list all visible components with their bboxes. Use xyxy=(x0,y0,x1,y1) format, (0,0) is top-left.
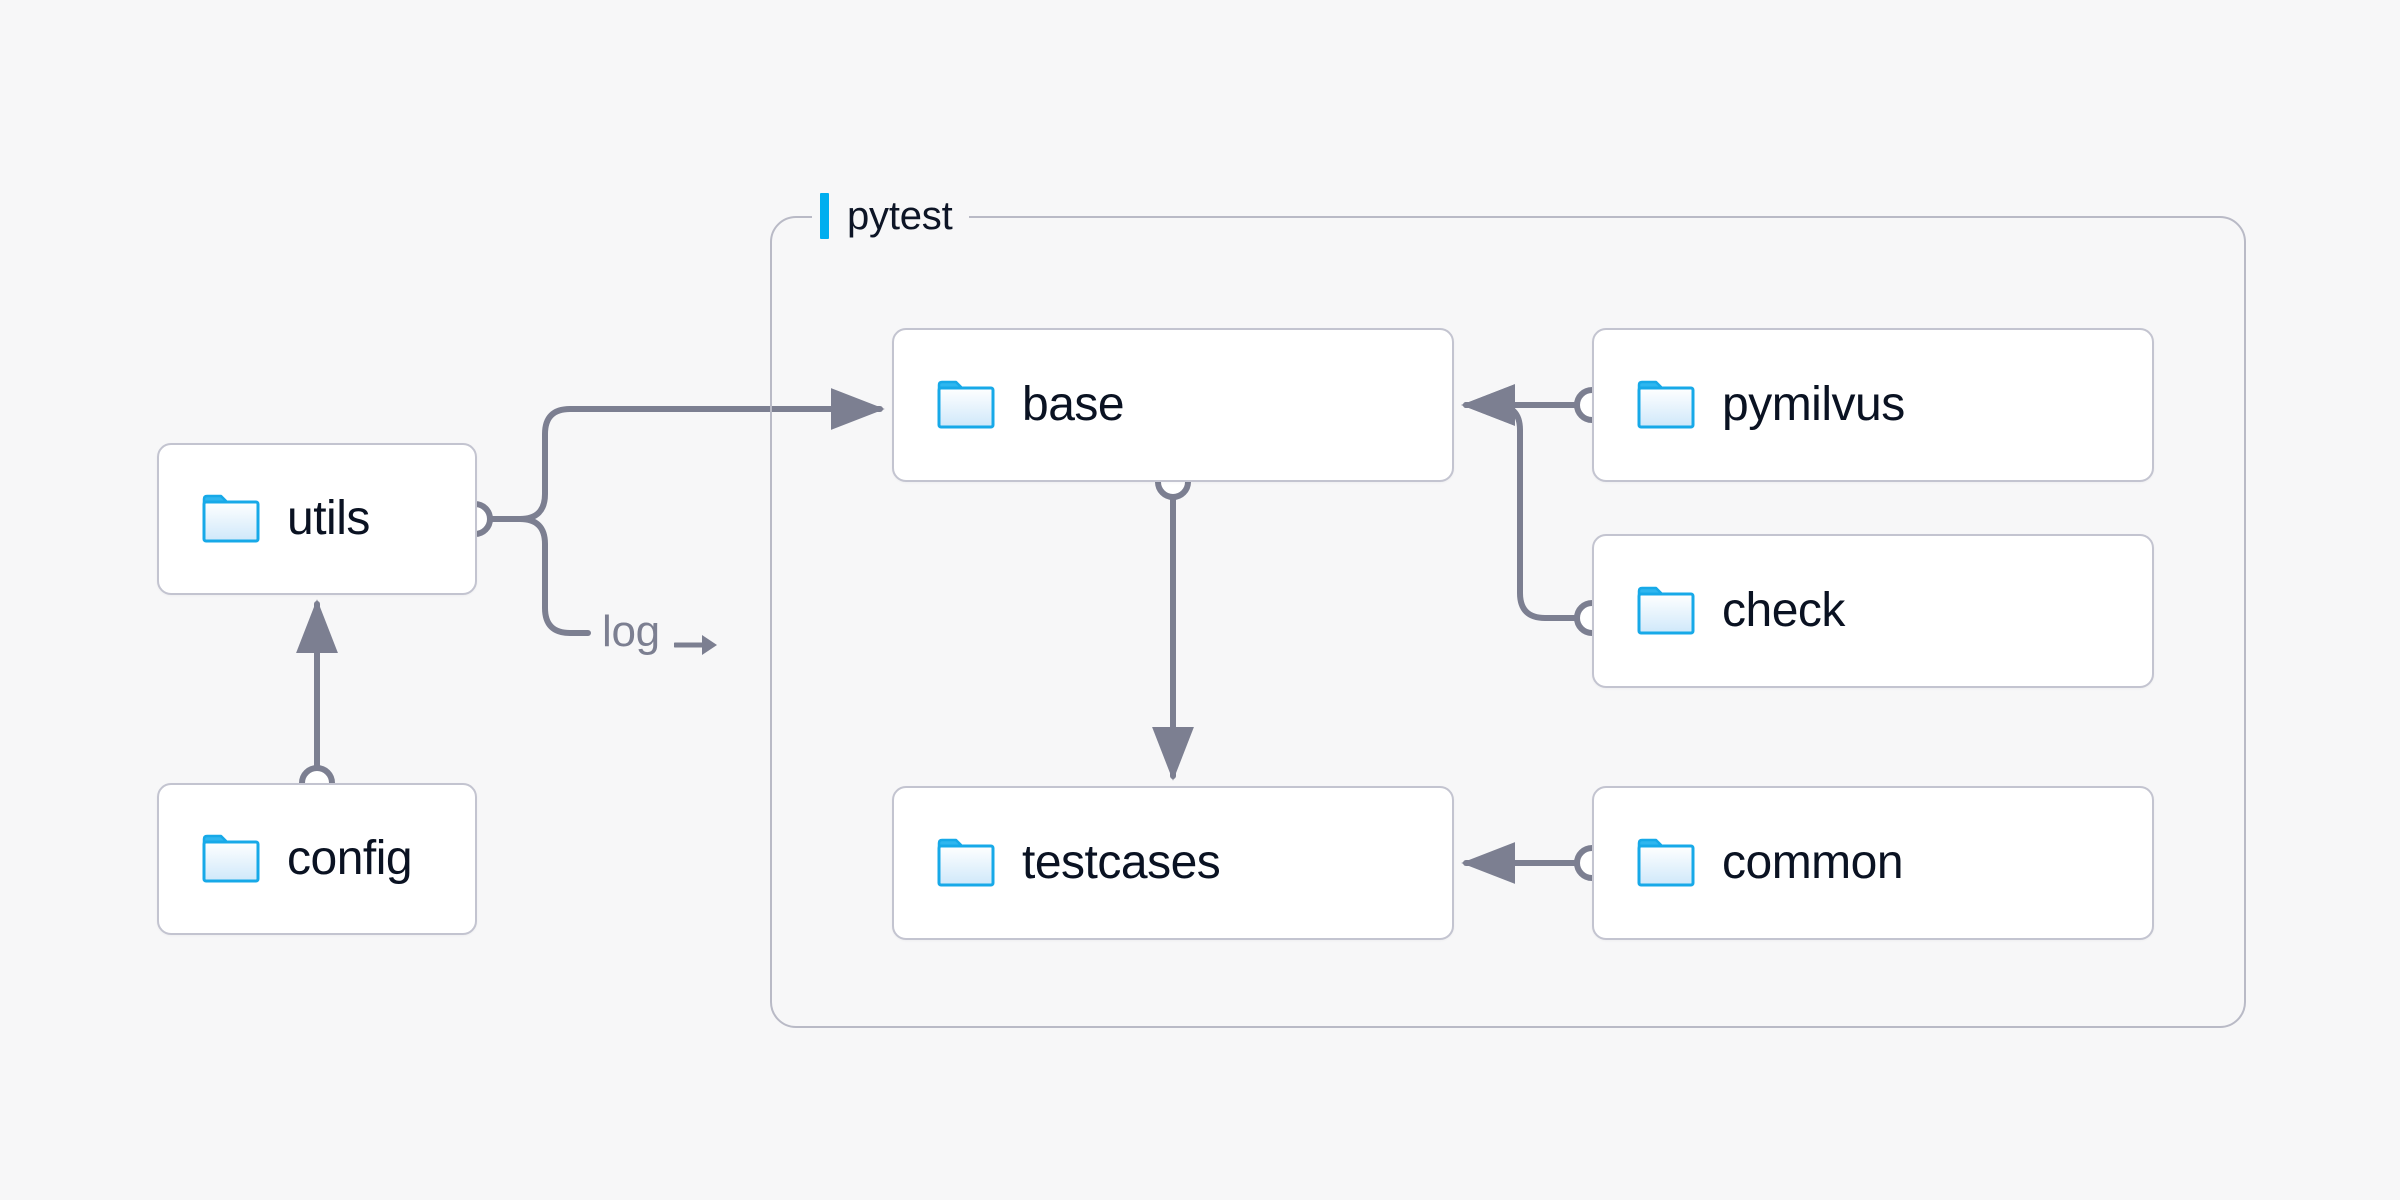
folder-icon xyxy=(1636,838,1696,888)
node-label-pymilvus: pymilvus xyxy=(1722,378,1905,431)
node-check[interactable]: check xyxy=(1592,534,2154,688)
node-label-base: base xyxy=(1022,378,1125,431)
node-common[interactable]: common xyxy=(1592,786,2154,940)
arrow-right-icon xyxy=(672,619,718,655)
node-label-utils: utils xyxy=(287,492,370,545)
group-label-text: pytest xyxy=(847,193,953,238)
folder-icon xyxy=(936,380,996,430)
folder-icon xyxy=(936,838,996,888)
node-label-config: config xyxy=(287,832,413,885)
node-config[interactable]: config xyxy=(157,783,477,935)
edge-utils-to-log xyxy=(517,516,591,636)
group-accent-bar-icon xyxy=(820,193,829,239)
group-label-pytest: pytest xyxy=(812,187,969,245)
node-label-check: check xyxy=(1722,584,1845,637)
node-label-testcases: testcases xyxy=(1022,836,1221,889)
node-base[interactable]: base xyxy=(892,328,1454,482)
node-label-common: common xyxy=(1722,836,1904,889)
edge-label-log-text: log xyxy=(602,607,660,656)
node-testcases[interactable]: testcases xyxy=(892,786,1454,940)
folder-icon xyxy=(201,494,261,544)
edge-label-log: log xyxy=(596,607,724,657)
folder-icon xyxy=(201,834,261,884)
folder-icon xyxy=(1636,586,1696,636)
node-pymilvus[interactable]: pymilvus xyxy=(1592,328,2154,482)
folder-icon xyxy=(1636,380,1696,430)
node-utils[interactable]: utils xyxy=(157,443,477,595)
group-frame-pytest[interactable] xyxy=(770,216,2246,1028)
